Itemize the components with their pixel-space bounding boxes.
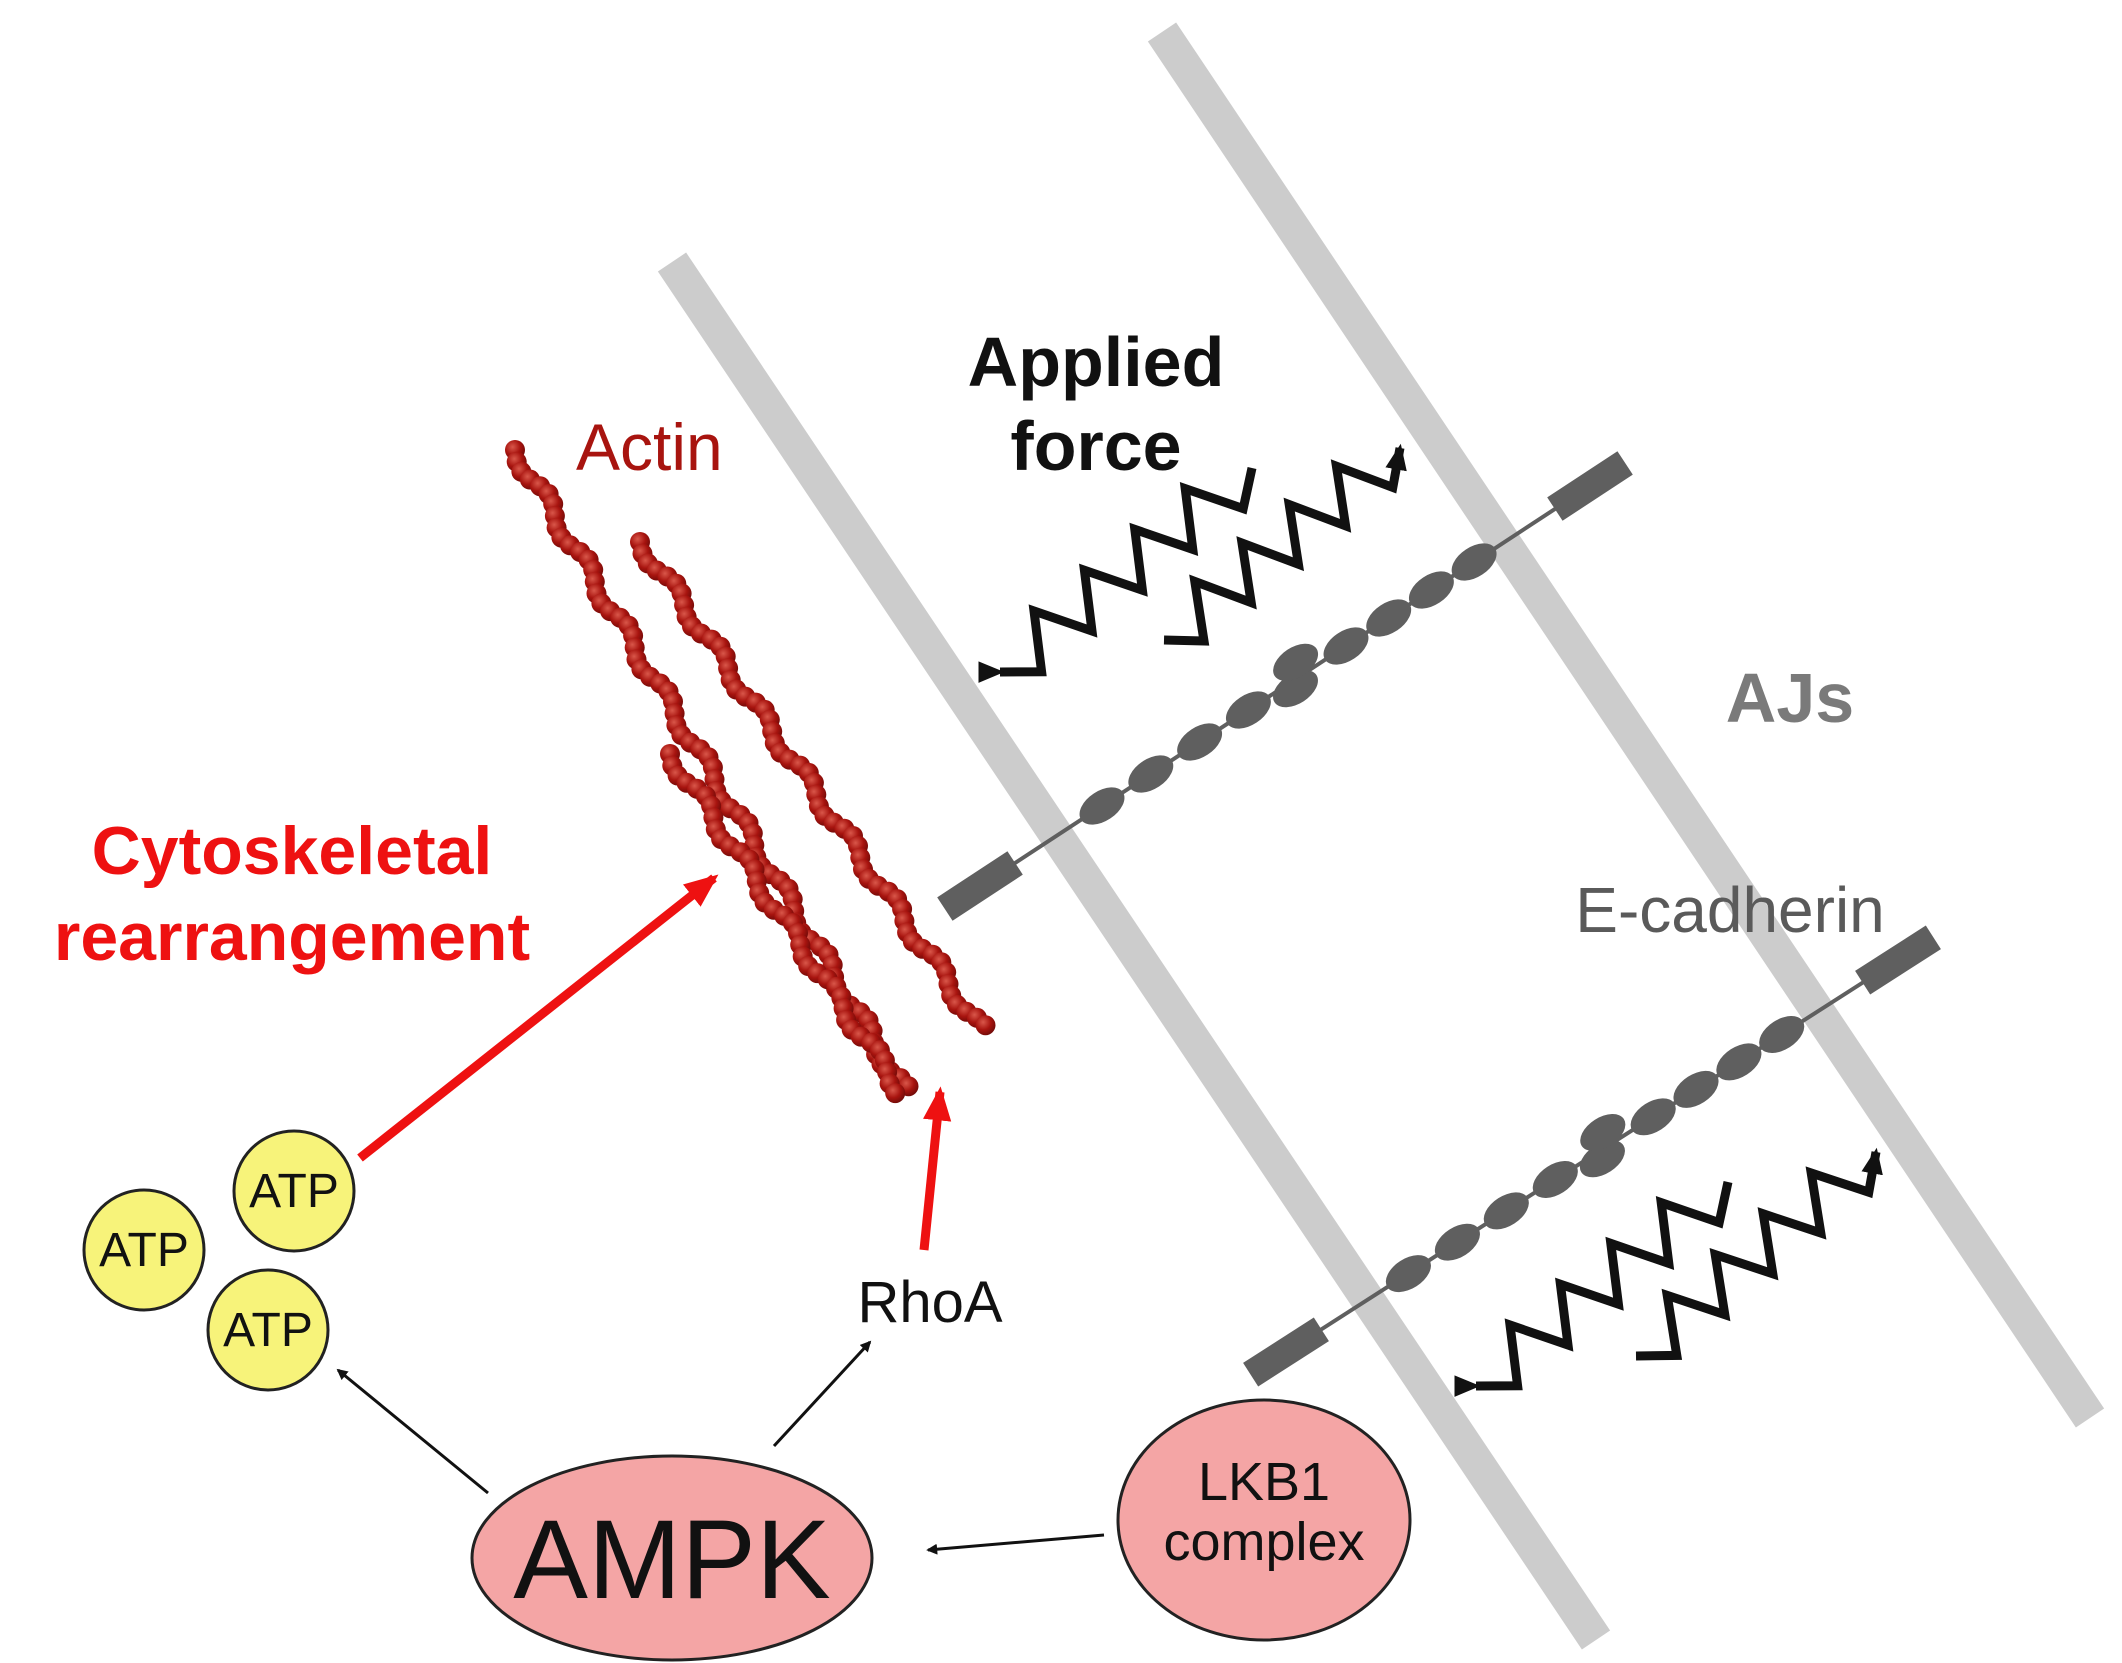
cadherin-ec-domain [1434,1223,1480,1261]
cadherin-ec-domain [1673,1070,1719,1108]
cadherin-ec-domain [1483,1192,1529,1230]
atp-circle-1: ATP [232,1129,356,1253]
cadherin-ec-domain [1366,599,1412,637]
cadherin-ec-domain [1323,627,1369,665]
e-cadherin-molecule-upper [937,451,1633,921]
ampk-label: AMPK [513,1497,830,1622]
cadherin-ec-domain [1630,1098,1676,1136]
cadherin-end-domain [1855,925,1941,995]
actin-label: Actin [576,410,723,484]
cadherin-ec-domain [1225,691,1271,729]
rhoa-label: RhoA [857,1270,1002,1335]
lkb1-complex-node: LKB1 complex [1116,1398,1412,1642]
atp-label-1: ATP [249,1165,339,1218]
membrane-left [657,252,1611,1650]
arrow-ampk-to-rhoa [772,1340,872,1448]
cadherin-cytoplasmic-domain [937,851,1023,921]
cadherin-ec-domain [1759,1016,1805,1053]
cadherin-ec-domain [1385,1255,1431,1293]
applied-force-arrows-upper [978,443,1407,683]
cytoskeletal-label-line2: rearrangement [54,899,530,975]
arrow-atp-to-actin [357,874,719,1162]
atp-circle-2: ATP [82,1188,206,1312]
applied-force-label-line2: force [1010,407,1181,485]
lkb1-label-line1: LKB1 [1198,1452,1330,1512]
actin-bead [885,1083,906,1104]
cadherin-ec-domain [1580,1114,1626,1151]
arrow-ampk-to-atp [336,1368,489,1495]
e-cadherin-label: E-cadherin [1575,874,1885,946]
cadherin-ec-domain [1408,571,1454,609]
actin-filament-3 [660,744,906,1104]
actin-bead [975,1015,996,1036]
applied-force-arrows-lower [1454,1147,1883,1397]
arrow-lkb1-to-ampk [926,1533,1105,1555]
ampk-node: AMPK [470,1454,874,1662]
atp-label-3: ATP [223,1304,313,1357]
arrow-rhoa-to-actin [919,1086,952,1251]
cytoskeletal-label-line1: Cytoskeletal [92,813,493,889]
actin-filament-2 [630,532,996,1036]
cadherin-ec-domain [1177,723,1223,761]
applied-force-label-line1: Applied [968,323,1225,401]
lkb1-label-line2: complex [1163,1512,1364,1572]
cadherin-ec-domain [1079,787,1125,825]
atp-label-2: ATP [99,1224,189,1277]
ajs-label: AJs [1726,659,1854,737]
cadherin-end-domain [1547,451,1633,521]
cadherin-ec-domain [1273,643,1319,681]
atp-circle-3: ATP [206,1268,330,1392]
cadherin-ec-domain [1128,755,1174,793]
cadherin-ec-domain [1532,1161,1578,1198]
cadherin-ec-domain [1451,543,1497,581]
actin-filaments [505,440,996,1104]
cadherin-ec-domain [1716,1043,1762,1081]
membrane-right [1147,22,2105,1428]
cadherin-cytoplasmic-domain [1243,1317,1329,1387]
e-cadherin-molecule-lower [1243,925,1941,1387]
